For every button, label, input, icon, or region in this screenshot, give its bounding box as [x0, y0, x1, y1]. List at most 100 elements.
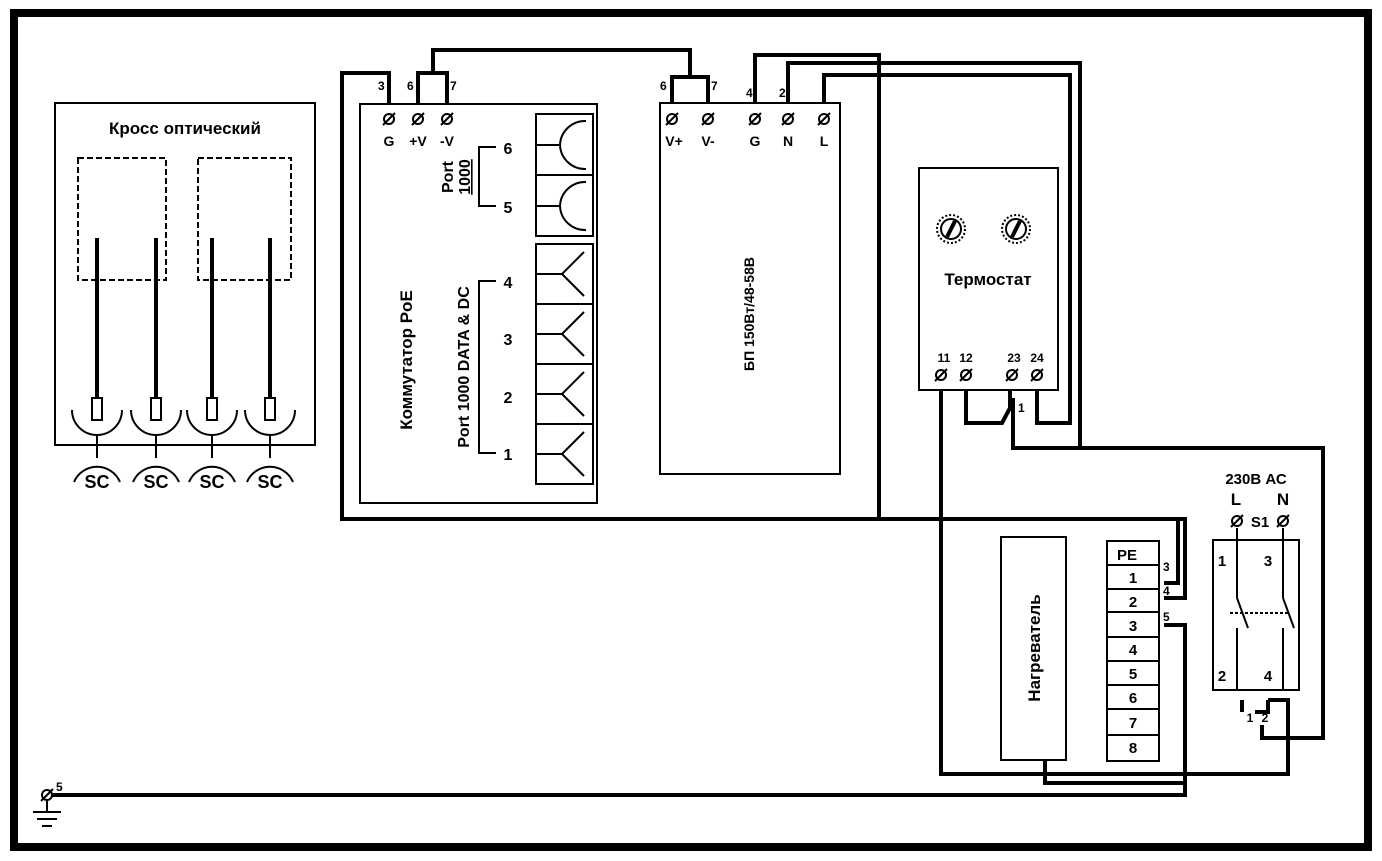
breaker-name: S1: [1251, 514, 1269, 531]
breaker-pin: 3: [1264, 553, 1272, 570]
wire-number: 2: [1262, 711, 1269, 725]
port-bracket-1: [478, 146, 496, 207]
wire-12-23: [964, 375, 1012, 425]
adapter-arc: [130, 409, 182, 436]
adapter-arc: [244, 409, 296, 436]
sc-arc: [73, 465, 121, 483]
psu-box: [659, 102, 841, 475]
wire-psu-bridge: [431, 48, 692, 77]
port-number: 5: [504, 200, 513, 217]
pe-block-title: PE: [1117, 547, 1137, 564]
port-group-1-speed: 1000: [457, 159, 474, 195]
adapter-arc: [186, 409, 238, 436]
power-supply: 6 7 4 2 V+ V- G N L БП 150Вт/48-58В: [659, 79, 841, 475]
ground: 5: [33, 780, 63, 827]
terminal-icon: [1030, 368, 1044, 382]
dial-icon: [935, 213, 967, 245]
breaker-box: [1212, 539, 1300, 691]
ferrule: [264, 397, 276, 421]
heater-title: Нагреватель: [1025, 594, 1044, 701]
sc-connector-label: SC: [257, 472, 282, 492]
pe-row: 2: [1129, 594, 1137, 611]
terminal-icon: [934, 368, 948, 382]
wire-11: [939, 375, 1290, 776]
sfp-port-icon: [559, 180, 587, 207]
terminal-label: G: [750, 133, 761, 149]
breaker-pin: 2: [1218, 668, 1226, 685]
pe-row: 3: [1129, 618, 1137, 635]
pe-terminal-block: PE 1 2 3 4 5 6 7 8 3 4 5: [1106, 540, 1170, 762]
wires: [52, 48, 1325, 797]
wire-2: [786, 61, 1325, 740]
breaker-pin: 1: [1218, 553, 1226, 570]
port-bracket-2: [478, 280, 496, 454]
wire-1: [1011, 398, 1080, 450]
ferrule: [150, 397, 162, 421]
heater-box: [1000, 536, 1067, 761]
sc-connector-label: SC: [199, 472, 224, 492]
port-number: 2: [504, 390, 513, 407]
terminal-label: -V: [440, 133, 455, 149]
wire-number: 7: [711, 79, 718, 93]
sfp-port-icon: [559, 119, 587, 146]
psu-title: БП 150Вт/48-58В: [741, 257, 757, 371]
heater: Нагреватель: [1000, 536, 1067, 761]
port-number: 6: [504, 141, 513, 158]
terminal-label: L: [820, 133, 829, 149]
wire-number: 5: [1163, 610, 1170, 624]
wire-number: 7: [450, 79, 457, 93]
wire-number: 2: [779, 86, 786, 100]
wire-number: 6: [407, 79, 414, 93]
sc-arc: [188, 465, 236, 483]
terminal-icon: [781, 112, 795, 126]
terminal-icon: [382, 112, 396, 126]
wire-number: 3: [378, 79, 385, 93]
terminal-icon: [701, 112, 715, 126]
thermostat: Термостат 11 12 23 24 1: [918, 167, 1059, 415]
port-number: 1: [504, 447, 513, 464]
terminal-icon: [1005, 368, 1019, 382]
terminal-n-label: N: [1277, 490, 1289, 509]
pe-row: 1: [1129, 570, 1137, 587]
terminal-label: G: [384, 133, 395, 149]
wire-number: 1: [1018, 401, 1025, 415]
terminal-icon: [817, 112, 831, 126]
cassette-2: [197, 157, 292, 281]
rj45-port-icon: [536, 311, 585, 357]
wire-breaker-bottom: [1240, 700, 1270, 714]
circuit-breaker: 230В АС L N S1 1 3 2 4 1 2: [1212, 471, 1300, 725]
dial-icon: [1000, 213, 1032, 245]
port-group-2-label: Port 1000 DATA & DC: [456, 286, 473, 448]
rj45-port-icon: [536, 371, 585, 417]
wire-L: [822, 73, 1072, 425]
wire-number: 1: [1247, 711, 1254, 725]
port-group-1-label: Port: [440, 160, 457, 193]
ferrule: [206, 397, 218, 421]
terminal-icon: [1230, 514, 1244, 528]
terminal-icon: [1276, 514, 1290, 528]
terminal-icon: [40, 788, 54, 802]
cassette-1: [77, 157, 167, 281]
outer-frame: [10, 9, 1372, 851]
sc-connector-label: SC: [84, 472, 109, 492]
terminal-icon: [959, 368, 973, 382]
rj45-port-icon: [536, 431, 585, 477]
wire-number: 5: [56, 780, 63, 794]
adapter-arc: [71, 409, 123, 436]
pe-row: 8: [1129, 740, 1137, 757]
pe-row: 5: [1129, 666, 1137, 683]
thermostat-box: [918, 167, 1059, 391]
pe-row: 4: [1129, 642, 1138, 659]
supply-label: 230В АС: [1225, 471, 1286, 488]
terminal-number: 12: [959, 351, 973, 365]
terminal-icon: [411, 112, 425, 126]
optical-cross-box: [54, 102, 316, 446]
rj45-port-icon: [536, 251, 585, 297]
terminal-number: 24: [1030, 351, 1044, 365]
pe-row: 7: [1129, 715, 1137, 732]
pe-row: 6: [1129, 690, 1137, 707]
optical-cross: Кросс оптический SC SC SC SC: [54, 102, 316, 492]
thermostat-title: Термостат: [944, 270, 1031, 289]
terminal-number: 23: [1007, 351, 1021, 365]
